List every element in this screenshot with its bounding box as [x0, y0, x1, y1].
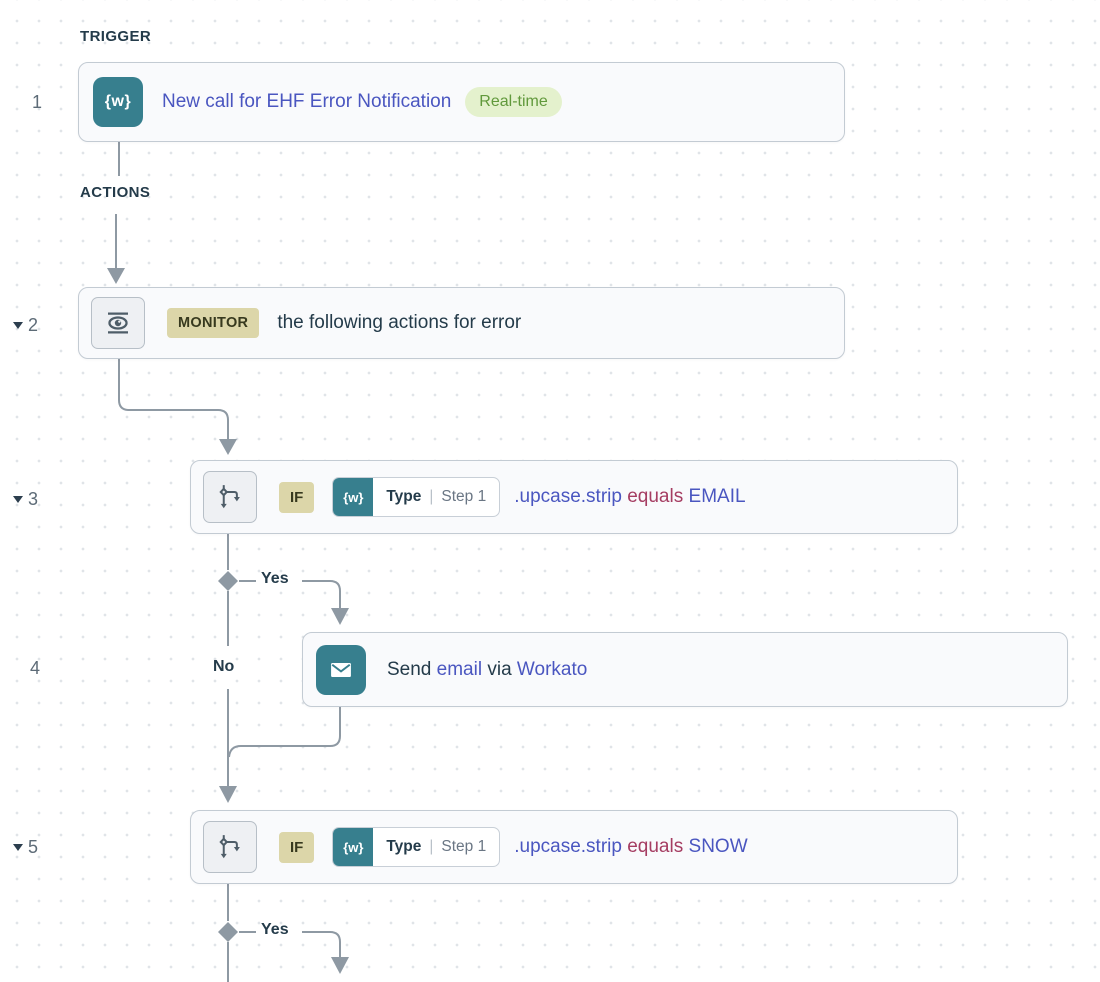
branch-diamond-icon [218, 571, 238, 591]
step-gutter-4: 4 [30, 658, 40, 679]
expression-operator: equals [627, 486, 684, 507]
branch-diamond-icon [218, 922, 238, 942]
step-card-monitor[interactable]: MONITOR the following actions for error [78, 287, 845, 359]
step-number: 2 [28, 315, 39, 335]
realtime-badge: Real-time [465, 87, 562, 117]
datapill-divider: | [429, 488, 434, 505]
word-send: Send [387, 658, 432, 680]
arrowhead-icon [107, 268, 125, 284]
arrowhead-icon [331, 608, 349, 625]
if-badge: IF [279, 481, 315, 513]
trigger-section-label: TRIGGER [80, 28, 152, 45]
if-badge: IF [279, 831, 315, 863]
collapse-caret-icon[interactable] [13, 322, 23, 329]
datapill-divider: | [429, 838, 434, 855]
step-gutter-3: 3 [13, 489, 38, 510]
step-card-send-email[interactable]: Send email via Workato [302, 632, 1068, 707]
expression-value: SNOW [688, 836, 748, 857]
step-card-if-snow[interactable]: IF {w} Type | Step 1 .upcase.strip equal… [190, 810, 958, 884]
arrowhead-icon [331, 957, 349, 974]
email-icon [316, 644, 366, 695]
step-gutter-1: 1 [32, 92, 42, 113]
email-link-text: email [436, 658, 483, 680]
monitor-eye-icon [91, 297, 145, 349]
expression-value: EMAIL [688, 486, 746, 507]
no-label: No [213, 658, 235, 675]
send-email-title: Send email via Workato [387, 659, 587, 681]
monitor-badge: MONITOR [167, 308, 260, 338]
datapill-field: Type [386, 488, 422, 505]
arrowhead-icon [219, 786, 237, 803]
workato-token-label: {w} [104, 93, 132, 110]
condition-expression: .upcase.strip equals EMAIL [514, 486, 745, 508]
branch-condition-icon [203, 821, 257, 873]
expression-operator: equals [627, 836, 684, 857]
condition-expression: .upcase.strip equals SNOW [514, 836, 747, 858]
step-gutter-2: 2 [13, 315, 38, 336]
app-link-text: Workato [516, 658, 588, 680]
word-via: via [487, 658, 512, 680]
expression-method: .upcase.strip [514, 486, 622, 507]
workato-w-icon: {w} [93, 77, 143, 127]
collapse-caret-icon[interactable] [13, 844, 23, 851]
connector-line [118, 359, 229, 440]
step-number: 5 [28, 837, 39, 857]
step-number: 3 [28, 489, 39, 509]
datapill-stepref: Step 1 [441, 838, 487, 855]
monitor-text: the following actions for error [277, 312, 522, 333]
workato-token-icon: {w} [333, 828, 374, 866]
step-number: 4 [30, 658, 41, 678]
expression-method: .upcase.strip [514, 836, 622, 857]
step-gutter-5: 5 [13, 837, 38, 858]
connector-line [302, 580, 341, 609]
yes-label: Yes [261, 921, 289, 938]
datapill-field: Type [386, 838, 422, 855]
arrowhead-icon [219, 439, 237, 455]
step-card-if-email[interactable]: IF {w} Type | Step 1 .upcase.strip equal… [190, 460, 958, 534]
trigger-title: New call for EHF Error Notification [162, 91, 452, 112]
step-number: 1 [32, 92, 43, 112]
branch-condition-icon [203, 471, 257, 523]
datapill-type-step1: {w} Type | Step 1 [332, 827, 501, 867]
datapill-stepref: Step 1 [441, 488, 487, 505]
collapse-caret-icon[interactable] [13, 496, 23, 503]
workato-token-icon: {w} [333, 478, 374, 516]
yes-label: Yes [261, 570, 289, 587]
step-card-trigger[interactable]: {w} New call for EHF Error Notification … [78, 62, 845, 142]
actions-section-label: ACTIONS [80, 184, 151, 201]
connector-line [228, 707, 341, 758]
datapill-type-step1: {w} Type | Step 1 [332, 477, 501, 517]
connector-line [302, 931, 341, 957]
